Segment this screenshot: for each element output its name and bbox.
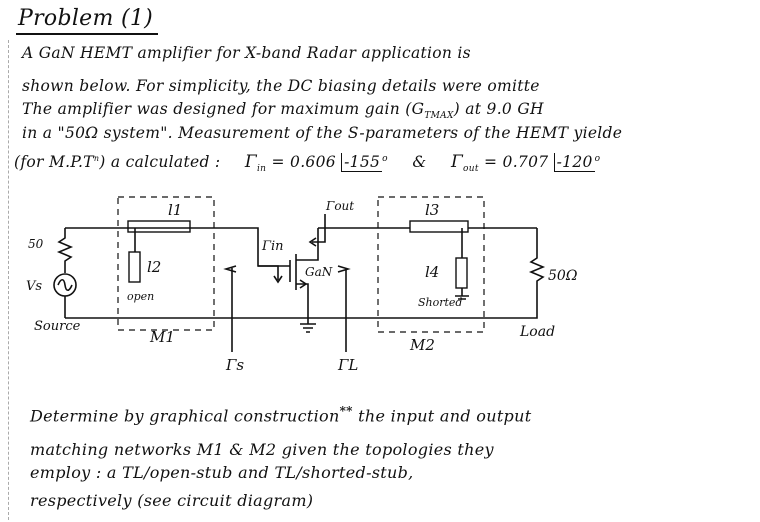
load-label: Load (519, 324, 555, 340)
gamma-out-subscript: out (463, 164, 479, 175)
paragraph-line-4: in a "50Ω system". Measurement of the S-… (22, 124, 623, 142)
mpt-superscript: n (93, 153, 100, 163)
voltage-source-sine (57, 278, 73, 292)
gamma-in-value: = 0.606 (271, 153, 336, 171)
gamma-s-arrowhead (223, 265, 237, 273)
tl-l4-shorted-stub (455, 257, 468, 289)
tl-l2-open-stub (128, 251, 141, 283)
gain-subscript: TMAX (424, 111, 454, 122)
gamma-out-symbol: Γ (450, 152, 464, 172)
gamma-in-circuit-label: Γin (261, 239, 284, 254)
gamma-l-circuit-label: ΓL (337, 356, 358, 374)
problem-title: Problem (1) (18, 6, 154, 31)
gamma-l-arrowhead (337, 265, 351, 273)
ampersand: & (412, 153, 427, 171)
source-resistor (56, 228, 74, 273)
open-label: open (127, 290, 154, 303)
page-margin-line (8, 40, 9, 520)
line3-end: ) at 9.0 GH (453, 100, 544, 118)
gamma-out-angle: -120 (553, 153, 595, 172)
gamma-in-angle-value: -155 (344, 153, 381, 171)
calculated-text: ) a calculated : (99, 153, 221, 171)
gamma-out-arrowhead (308, 237, 317, 247)
hemt-source-arrow (299, 279, 308, 289)
m1-label: M1 (149, 328, 175, 346)
line3-text: The amplifier was designed for maximum g… (22, 100, 425, 118)
m2-label: M2 (409, 336, 435, 354)
gamma-out-angle-value: -120 (556, 153, 593, 171)
gamma-in-symbol: Γ (244, 152, 257, 172)
m1-box (117, 196, 215, 331)
gamma-out-circuit-label: Γout (325, 199, 354, 213)
gamma-in-subscript: in (257, 164, 267, 175)
ground-symbol (300, 318, 316, 333)
gamma-out-degree: o (594, 153, 601, 164)
load-resistor (520, 228, 546, 319)
gamma-out-value: = 0.707 (484, 153, 549, 171)
tl-l1 (127, 220, 191, 233)
double-asterisk: ** (339, 404, 353, 418)
question-line-2: matching networks M1 & M2 given the topo… (30, 440, 494, 459)
question-line-1a: Determine by graphical construction (30, 406, 340, 426)
question-line-1: Determine by graphical construction** th… (30, 404, 531, 425)
title-underline (16, 33, 158, 35)
paragraph-line-1: A GaN HEMT amplifier for X-band Radar ap… (22, 44, 471, 62)
tl-l3 (409, 220, 469, 233)
gamma-s-circuit-label: Γs (225, 356, 244, 374)
gamma-in-degree: o (382, 153, 388, 164)
question-line-3: employ : a TL/open-stub and TL/shorted-s… (30, 463, 414, 482)
paragraph-line-5: (for M.P.Tn) a calculated : Γin = 0.606 … (14, 152, 600, 174)
paragraph-line-2: shown below. For simplicity, the DC bias… (22, 77, 540, 95)
gamma-in-arrowhead (273, 275, 283, 284)
source-label: Source (34, 319, 81, 334)
vs-label: Vs (26, 279, 42, 294)
source-resistor-label: 50 (28, 237, 44, 251)
l1-label: l1 (168, 201, 182, 219)
l4-short-ground (455, 295, 469, 300)
mpt-text: (for M.P.T (14, 153, 94, 171)
l3-label: l3 (425, 201, 439, 219)
hemt-source (296, 283, 309, 318)
hemt-drain (296, 228, 319, 261)
question-line-1b: the input and output (358, 406, 532, 426)
question-line-4: respectively (see circuit diagram) (30, 491, 314, 510)
paragraph-line-3: The amplifier was designed for maximum g… (22, 100, 544, 121)
l4-label: l4 (425, 263, 439, 281)
device-label: GaN (305, 265, 333, 279)
gamma-in-arrow (258, 265, 279, 280)
l2-label: l2 (147, 258, 161, 276)
load-resistor-label: 50Ω (548, 268, 578, 284)
gamma-in-angle: -155 (341, 153, 383, 172)
gamma-out-arrow (312, 214, 326, 243)
shorted-label: Shorted (418, 296, 462, 309)
